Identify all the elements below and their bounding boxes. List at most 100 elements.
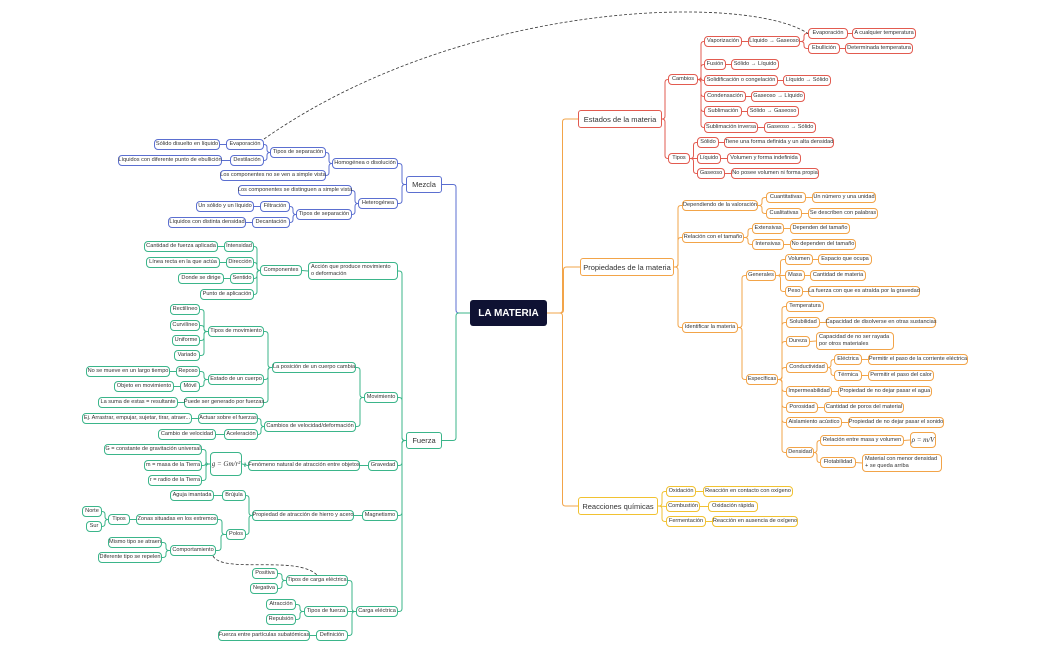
node-decantacion[interactable]: Decantación — [252, 217, 290, 228]
node-ejemplos[interactable]: Ej. Arrastrar, empujar, sujetar, tirar, … — [82, 413, 192, 424]
node-vaporizacion[interactable]: Vaporización — [704, 36, 742, 47]
node-peso-desc[interactable]: La fuerza con que es atraída por la grav… — [808, 286, 920, 297]
node-estado-cuerpo[interactable]: Estado de un cuerpo — [208, 374, 264, 385]
node-evaporacion-mezcla[interactable]: Evaporación — [226, 139, 264, 150]
node-electrica[interactable]: Eléctrica — [834, 354, 862, 365]
node-variado[interactable]: Variado — [174, 350, 200, 361]
node-intensidad-desc[interactable]: Cantidad de fuerza aplicada — [144, 241, 218, 252]
node-norte[interactable]: Norte — [82, 506, 102, 517]
node-masa[interactable]: Masa — [785, 270, 805, 281]
node-relacion-tamano[interactable]: Relación con el tamaño — [682, 232, 744, 243]
node-homogenea[interactable]: Homogénea o disolución — [332, 158, 398, 169]
node-suma-resultante[interactable]: La suma de estas = resultante — [98, 397, 178, 408]
node-solido-desc[interactable]: Tiene una forma definida y un alta densi… — [724, 137, 834, 148]
node-masa-desc[interactable]: Cantidad de materia — [810, 270, 866, 281]
node-diferente-tipo[interactable]: Diferente tipo se repelen — [98, 552, 162, 563]
branch-fuerza[interactable]: Fuerza — [406, 432, 442, 449]
node-brujula[interactable]: Brújula — [222, 490, 246, 501]
node-aceleracion[interactable]: Aceleración — [224, 429, 258, 440]
node-atraccion[interactable]: Atracción — [266, 599, 296, 610]
node-solido-liquido[interactable]: Sólido → Líquido — [731, 59, 779, 70]
node-cambio-velocidad[interactable]: Cambio de velocidad — [158, 429, 216, 440]
node-movil-desc[interactable]: Objeto en movimiento — [114, 381, 174, 392]
node-reposo-desc[interactable]: No se mueve en un largo tiempo — [86, 366, 170, 377]
node-sentido[interactable]: Sentido — [230, 273, 254, 284]
node-termica-desc[interactable]: Permitir el paso del calor — [868, 370, 934, 381]
node-tipos-carga[interactable]: Tipos de carga eléctrica — [286, 575, 348, 586]
node-reposo[interactable]: Reposo — [176, 366, 200, 377]
node-direccion-desc[interactable]: Línea recta en la que actúa — [146, 257, 220, 268]
node-volumen[interactable]: Volumen — [785, 254, 813, 265]
node-negativa[interactable]: Negativa — [250, 583, 278, 594]
node-porosidad[interactable]: Porosidad — [786, 402, 818, 413]
node-evaporacion-mezcla-desc[interactable]: Sólido disuelto en líquido — [154, 139, 220, 150]
node-densidad[interactable]: Densidad — [786, 447, 814, 458]
node-liquido-solido[interactable]: Líquido → Sólido — [783, 75, 831, 86]
node-tipos-separacion-2[interactable]: Tipos de separación — [296, 209, 352, 220]
node-no-se-ven[interactable]: Los componentes no se ven a simple vista — [220, 170, 326, 181]
node-filtracion[interactable]: Filtración — [260, 201, 290, 212]
branch-estados[interactable]: Estados de la materia — [578, 110, 662, 128]
node-volumen-desc[interactable]: Espacio que ocupa — [818, 254, 872, 265]
node-cualitativas[interactable]: Cualitativas — [766, 208, 802, 219]
node-filtracion-desc[interactable]: Un sólido y un líquido — [196, 201, 254, 212]
node-propiedad-atraccion[interactable]: Propiedad de atracción de hierro y acero — [252, 510, 354, 521]
node-heterogenea[interactable]: Heterogénea — [358, 198, 398, 209]
node-dureza-desc[interactable]: Capacidad de no ser rayada por otros mat… — [816, 332, 894, 350]
node-definicion[interactable]: Definición — [316, 630, 348, 641]
node-aguja-imantada[interactable]: Aguja imantada — [170, 490, 214, 501]
node-flotabilidad[interactable]: Flotabilidad — [820, 457, 856, 468]
node-componentes[interactable]: Componentes — [260, 265, 302, 276]
node-intensivas-desc[interactable]: No dependen del tamaño — [790, 239, 856, 250]
node-cuantitativas-desc[interactable]: Un número y una unidad — [812, 192, 876, 203]
node-temperatura[interactable]: Temperatura — [786, 301, 824, 312]
node-fenomeno-atraccion[interactable]: Fenómeno natural de atracción entre obje… — [248, 460, 360, 471]
node-cambios[interactable]: Cambios — [668, 74, 698, 85]
node-gaseoso-liquido[interactable]: Gaseoso → Líquido — [751, 91, 805, 102]
node-gaseoso[interactable]: Gaseoso — [697, 168, 725, 179]
node-positiva[interactable]: Positiva — [252, 568, 278, 579]
branch-reacciones[interactable]: Reacciones químicas — [578, 497, 658, 515]
node-solido[interactable]: Sólido — [697, 137, 719, 148]
node-peso[interactable]: Peso — [785, 286, 803, 297]
node-conductividad[interactable]: Conductividad — [786, 362, 828, 373]
node-masa-tierra[interactable]: m = masa de la Tierra — [144, 460, 202, 471]
node-solubilidad-desc[interactable]: Capacidad de disolverse en otras sustanc… — [826, 317, 937, 328]
node-repulsion[interactable]: Repulsión — [266, 614, 296, 625]
branch-mezcla[interactable]: Mezcla — [406, 176, 442, 193]
node-curvilineo[interactable]: Curvilíneo — [170, 320, 200, 331]
node-gaseoso-desc[interactable]: No posee volumen ni forma propia — [731, 168, 819, 179]
node-cualitativas-desc[interactable]: Se describen con palabras — [808, 208, 878, 219]
node-zonas-extremos[interactable]: Zonas situadas en los extremos — [136, 514, 218, 525]
node-magnetismo[interactable]: Magnetismo — [362, 510, 398, 521]
node-intensivas[interactable]: Intensivas — [752, 239, 784, 250]
node-sur[interactable]: Sur — [86, 521, 102, 532]
node-liquido[interactable]: Líquido — [697, 153, 721, 164]
node-actuar-fuerzas[interactable]: Actuar sobre el fuerzas — [198, 413, 258, 424]
node-dependiendo-valoracion[interactable]: Dependiendo de la valoración — [682, 200, 758, 211]
node-solido-gaseoso[interactable]: Sólido → Gaseoso — [747, 106, 799, 117]
node-tipos-fuerza[interactable]: Tipos de fuerza — [304, 606, 348, 617]
node-fusion[interactable]: Fusión — [704, 59, 726, 70]
node-cuantitativas[interactable]: Cuantitativas — [766, 192, 806, 203]
node-combustion-desc[interactable]: Oxidación rápida — [708, 501, 758, 512]
node-porosidad-desc[interactable]: Cantidad de poros del material — [824, 402, 904, 413]
node-ebullicion[interactable]: Ebullición — [808, 43, 840, 54]
node-posicion-cambia[interactable]: La posición de un cuerpo cambia — [272, 362, 356, 373]
node-generado-fuerzas[interactable]: Puede ser generado por fuerzas — [184, 397, 264, 408]
node-polos[interactable]: Polos — [226, 529, 246, 540]
node-tipos-polos[interactable]: Tipos — [108, 514, 130, 525]
node-gaseoso-solido[interactable]: Gaseoso → Sólido — [764, 122, 816, 133]
node-rectilineo[interactable]: Rectilíneo — [170, 304, 200, 315]
node-solubilidad[interactable]: Solubilidad — [786, 317, 820, 328]
node-densidad-formula[interactable]: ρ = m/V — [910, 432, 936, 448]
node-constante-g[interactable]: G = constante de gravitación universal — [104, 444, 202, 455]
node-liquido-desc[interactable]: Volumen y forma indefinida — [727, 153, 801, 164]
node-oxidacion-desc[interactable]: Reacción en contacto con oxígeno — [703, 486, 793, 497]
node-impermeabilidad[interactable]: Impermeabilidad — [786, 386, 832, 397]
node-movil[interactable]: Móvil — [180, 381, 200, 392]
node-combustion[interactable]: Combustión — [666, 501, 700, 512]
node-radio-tierra[interactable]: r = radio de la Tierra — [148, 475, 202, 486]
node-carga-electrica[interactable]: Carga eléctrica — [356, 606, 398, 617]
node-direccion[interactable]: Dirección — [226, 257, 254, 268]
